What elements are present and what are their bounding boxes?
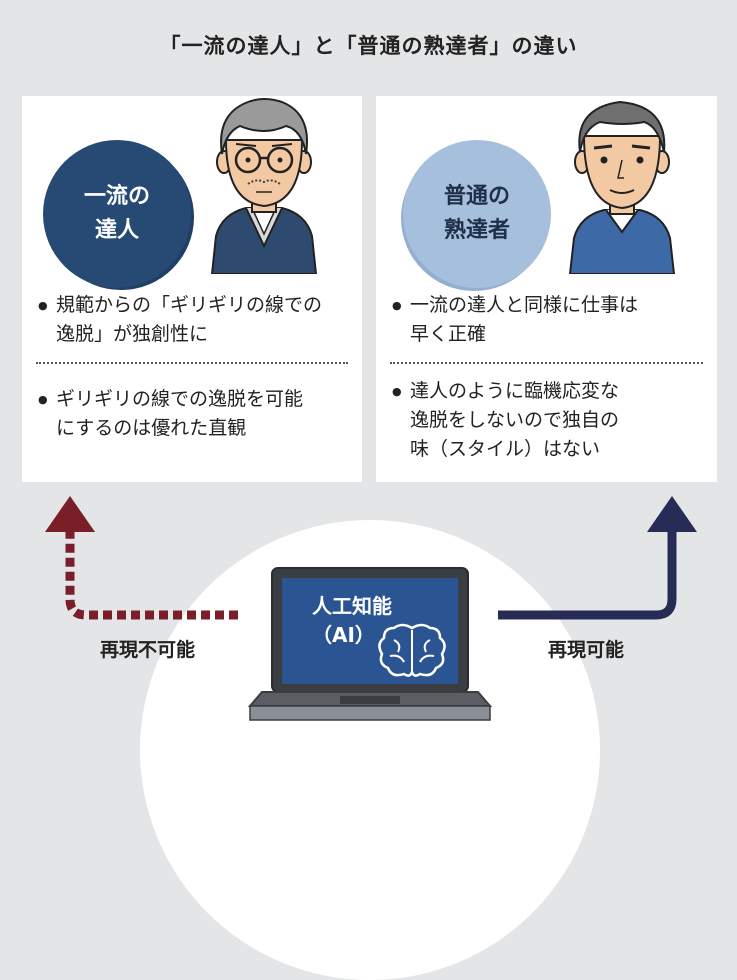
expert-bullet-text-2: 達人のように臨機応変な 逸脱をしないので独自の 味（スタイル）はない bbox=[410, 380, 620, 460]
expert-divider bbox=[390, 362, 703, 364]
not-reproducible-label: 再現不可能 bbox=[100, 639, 196, 661]
bullet-mark: ● bbox=[38, 299, 48, 312]
expert-bullet-text-1: 一流の達人と同様に仕事は 早く正確 bbox=[410, 294, 639, 345]
reproducible-label: 再現可能 bbox=[548, 639, 625, 661]
expert-bullet-2: ● 達人のように臨機応変な 逸脱をしないので独自の 味（スタイル）はない bbox=[392, 377, 619, 464]
bullet-mark: ● bbox=[392, 385, 402, 398]
master-bullet-text-1: 規範からの「ギリギリの線での 逸脱」が独創性に bbox=[56, 294, 323, 345]
person-master-icon bbox=[210, 98, 318, 274]
master-bullet-2: ● ギリギリの線での逸脱を可能 にするのは優れた直観 bbox=[38, 385, 303, 443]
bullet-mark: ● bbox=[38, 393, 48, 406]
diagram-title: 「一流の達人」と「普通の熟達者」の違い bbox=[159, 34, 578, 58]
master-divider bbox=[36, 362, 348, 364]
laptop-icon bbox=[247, 567, 493, 721]
arrow-up-left-icon bbox=[45, 496, 238, 620]
ai-label: 人工知能 （AI） bbox=[312, 594, 392, 647]
expert-bullet-1: ● 一流の達人と同様に仕事は 早く正確 bbox=[392, 291, 638, 349]
laptop-screen bbox=[282, 578, 458, 684]
master-bullet-text-2: ギリギリの線での逸脱を可能 にするのは優れた直観 bbox=[56, 388, 304, 439]
arrow-up-right-icon bbox=[498, 496, 697, 620]
master-panel: 一流の 達人 ● 規範からの「ギリギリの線での 逸脱」が独創性に ● ギリギリの… bbox=[22, 96, 362, 482]
bullet-mark: ● bbox=[392, 299, 402, 312]
expert-badge-label: 普通の 熟達者 bbox=[443, 184, 510, 243]
master-bullet-1: ● 規範からの「ギリギリの線での 逸脱」が独創性に bbox=[38, 291, 322, 349]
person-expert-icon bbox=[568, 100, 676, 274]
expert-panel: 普通の 熟達者 ● 一流の達人と同様に仕事は 早く正確 ● 達人のように臨機応変… bbox=[376, 96, 717, 482]
expert-badge: 普通の 熟達者 bbox=[406, 143, 548, 285]
brain-icon bbox=[378, 623, 446, 677]
master-badge: 一流の 達人 bbox=[46, 143, 188, 285]
master-badge-label: 一流の 達人 bbox=[83, 184, 150, 243]
